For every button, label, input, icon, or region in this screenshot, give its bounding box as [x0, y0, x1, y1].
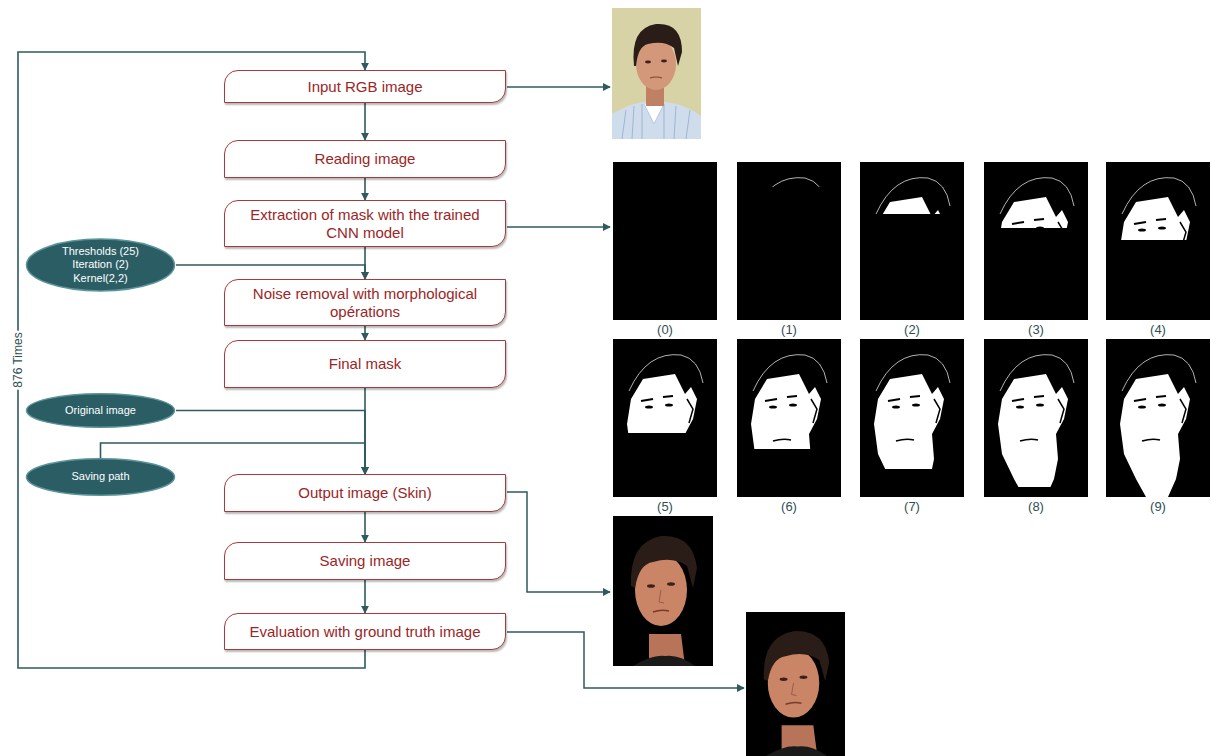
mask-image — [613, 162, 717, 320]
mask-image — [1106, 339, 1210, 497]
output-skin-image — [613, 516, 713, 666]
step-text: Extraction of mask with the trained CNN … — [235, 206, 495, 241]
mask-image — [984, 339, 1088, 497]
text-group: Extraction of mask with the trained CNN … — [235, 206, 495, 241]
text-group: Thresholds (25)Iteration (2)Kernel(2,2) — [62, 245, 139, 285]
input-photo — [612, 8, 701, 139]
callout-number: (4) — [1138, 322, 1178, 337]
flow-arrow — [364, 178, 366, 200]
parameter-text: Thresholds (25) — [62, 245, 139, 258]
mask-image — [1106, 162, 1210, 320]
process-box: Saving image — [224, 542, 506, 580]
mask-image — [613, 339, 717, 497]
parameter-ellipse: Original image — [25, 393, 176, 428]
process-box: Final mask — [224, 340, 506, 388]
mask-image — [984, 162, 1088, 320]
step-text: Input RGB image — [307, 78, 422, 95]
process-box: Output image (Skin) — [224, 474, 506, 512]
callout-number: (1) — [769, 322, 809, 337]
text-group: Noise removal with morphological opérati… — [235, 285, 495, 320]
flow-arrow — [364, 103, 366, 140]
parameter-ellipse: Saving path — [25, 458, 176, 496]
parameter-text: Iteration (2) — [62, 258, 139, 271]
process-box: Noise removal with morphological opérati… — [224, 279, 506, 326]
process-box: Evaluation with ground truth image — [224, 613, 506, 650]
text-group: Output image (Skin) — [298, 484, 431, 501]
step-text: Evaluation with ground truth image — [250, 623, 481, 640]
step-text: Saving image — [320, 552, 411, 569]
text-group: Saving image — [320, 552, 411, 569]
parameter-ellipse: Thresholds (25)Iteration (2)Kernel(2,2) — [25, 238, 176, 292]
text-group: Original image — [65, 404, 136, 417]
step-text: Reading image — [315, 150, 416, 167]
callout-number: (0) — [645, 322, 685, 337]
step-text: Noise removal with morphological opérati… — [235, 285, 495, 320]
mask-image — [860, 162, 964, 320]
text-group: Evaluation with ground truth image — [250, 623, 481, 640]
process-box: Reading image — [224, 140, 506, 178]
process-box: Input RGB image — [224, 70, 506, 103]
edge-label: 876 Times — [11, 330, 25, 389]
parameter-text: Original image — [65, 404, 136, 417]
text-group: Input RGB image — [307, 78, 422, 95]
parameter-text: Saving path — [71, 470, 129, 483]
flow-arrow — [364, 326, 366, 340]
flow-arrow — [364, 512, 366, 542]
text-group: Saving path — [71, 470, 129, 483]
callout-number: (2) — [892, 322, 932, 337]
step-text: Output image (Skin) — [298, 484, 431, 501]
leader-line — [507, 87, 744, 688]
parameter-text: Kernel(2,2) — [62, 272, 139, 285]
ground-truth-image — [746, 612, 845, 756]
mask-image — [737, 162, 841, 320]
callout-number: (6) — [769, 499, 809, 514]
text-group: Final mask — [329, 355, 402, 372]
step-text: Final mask — [329, 355, 402, 372]
callout-number: (8) — [1016, 499, 1056, 514]
callout-number: (7) — [892, 499, 932, 514]
process-box: Extraction of mask with the trained CNN … — [224, 200, 506, 247]
text-group: Reading image — [315, 150, 416, 167]
callout-number: (9) — [1138, 499, 1178, 514]
callout-number: (5) — [645, 499, 685, 514]
flow-arrow — [176, 265, 365, 279]
callout-number: (3) — [1016, 322, 1056, 337]
flow-arrow — [364, 580, 366, 613]
mask-image — [737, 339, 841, 497]
mask-image — [860, 339, 964, 497]
